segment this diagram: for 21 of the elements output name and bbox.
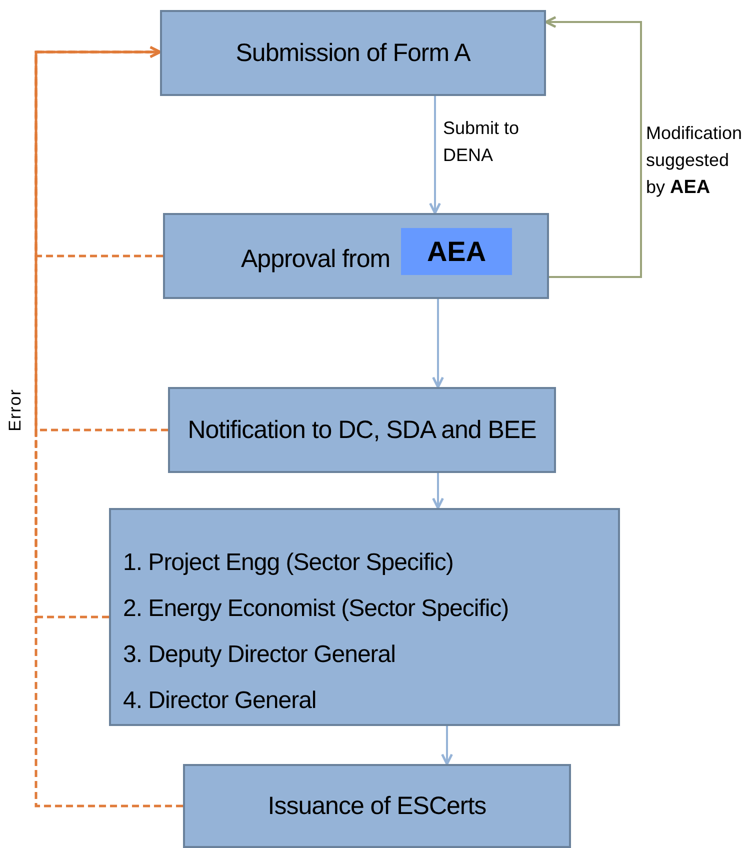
error-arrow xyxy=(34,46,183,808)
list-item: 1. Project Engg (Sector Specific) xyxy=(123,548,454,578)
process-box xyxy=(183,764,571,848)
arrow xyxy=(441,726,453,766)
highlight-box xyxy=(401,228,512,275)
arrow xyxy=(432,473,444,510)
list-item: 3. Deputy Director General xyxy=(123,640,396,670)
arrow xyxy=(432,299,444,388)
list-item: 4. Director General xyxy=(123,686,316,716)
node-label: Notification to DC, SDA and BEE xyxy=(188,416,536,444)
list-box xyxy=(109,508,620,726)
node-label: Approval from xyxy=(241,244,390,274)
list-item: 2. Energy Economist (Sector Specific) xyxy=(123,594,509,624)
process-box xyxy=(168,387,556,473)
node-label: AEA xyxy=(426,236,486,268)
node-label: Issuance of ESCerts xyxy=(268,792,486,820)
process-box xyxy=(160,10,546,96)
arrow xyxy=(429,96,441,214)
arrow xyxy=(544,16,642,278)
node-label: Submission of Form A xyxy=(236,38,470,68)
process-box xyxy=(163,213,549,299)
